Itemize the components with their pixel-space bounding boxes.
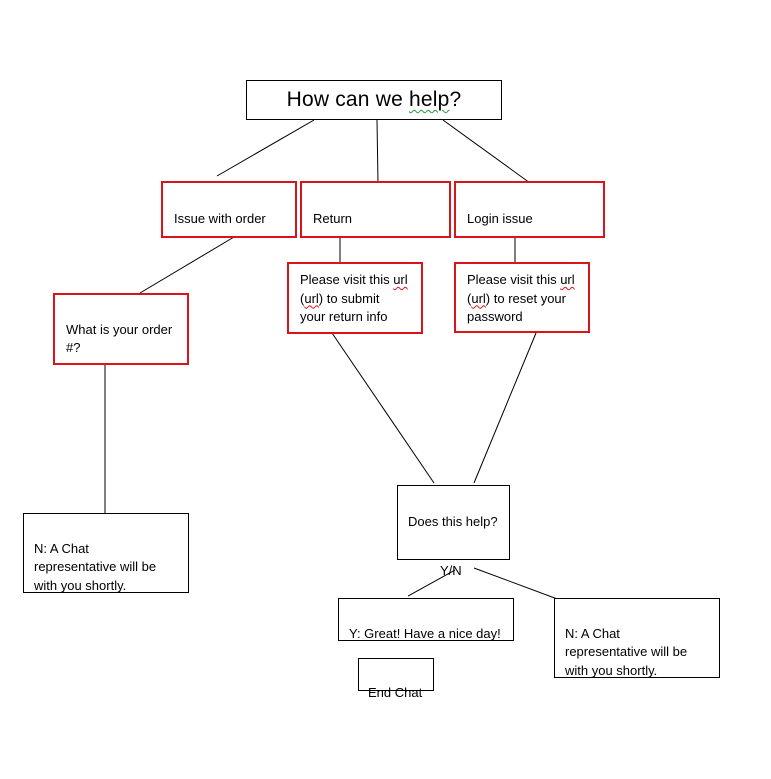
node-order-number-label: What is your order #? [66, 321, 173, 356]
node-return: Return [300, 181, 451, 238]
node-return-url: Please visit this url (url) to submit yo… [287, 262, 423, 334]
return-url-text-2: ( [300, 290, 305, 306]
title-box: How can we help? [246, 80, 502, 120]
return-url-word-1: url [393, 272, 408, 287]
node-issue-with-order: Issue with order [161, 181, 297, 238]
connector-help-to-chat-right [473, 567, 561, 601]
node-login-issue: Login issue [454, 181, 605, 238]
connector-title-to-return [376, 119, 379, 184]
connector-issue-to-order [139, 236, 235, 294]
connector-loginurl-to-help [473, 332, 537, 484]
node-chat-rep-left: N: A Chat representative will be with yo… [23, 513, 189, 593]
node-great: Y: Great! Have a nice day! [338, 598, 514, 641]
title-text: How can we help? [287, 88, 462, 112]
node-chat-rep-right: N: A Chat representative will be with yo… [554, 598, 720, 678]
node-login-url: Please visit this url (url) to reset you… [454, 262, 590, 333]
return-url-text-1: Please visit this [300, 272, 394, 287]
node-great-label: Y: Great! Have a nice day! [349, 625, 501, 641]
title-text-main: How can we help? [286, 88, 462, 111]
connector-returnurl-to-help [331, 332, 435, 484]
login-url-word-2: url [471, 290, 486, 306]
login-url-word-1: url [560, 272, 575, 287]
login-url-text-2: ( [467, 290, 472, 306]
node-end-chat: End Chat [358, 658, 434, 700]
connector-help-to-great [407, 569, 456, 597]
node-chat-rep-right-label: N: A Chat representative will be with yo… [565, 625, 688, 678]
login-url-text-3: ) to reset your password [467, 290, 566, 325]
node-issue-with-order-label: Issue with order [174, 210, 266, 226]
connector-title-to-login [442, 119, 531, 184]
return-url-word-2: url [304, 290, 319, 306]
node-return-label: Return [313, 210, 353, 226]
node-yes-no-label: Y/N [440, 562, 462, 578]
node-does-this-help-label: Does this help? [408, 513, 498, 529]
title-help-word: help [409, 88, 450, 111]
node-does-this-help: Does this help? Y/N [397, 485, 510, 578]
node-login-issue-label: Login issue [467, 210, 533, 226]
return-url-text-3: ) to submit your return info [300, 290, 388, 325]
node-end-chat-label: End Chat [368, 684, 423, 700]
login-url-text-1: Please visit this [467, 272, 561, 287]
node-chat-rep-left-label: N: A Chat representative will be with yo… [34, 540, 157, 593]
connector-title-to-issue [216, 119, 315, 177]
node-order-number: What is your order #? [53, 293, 189, 365]
